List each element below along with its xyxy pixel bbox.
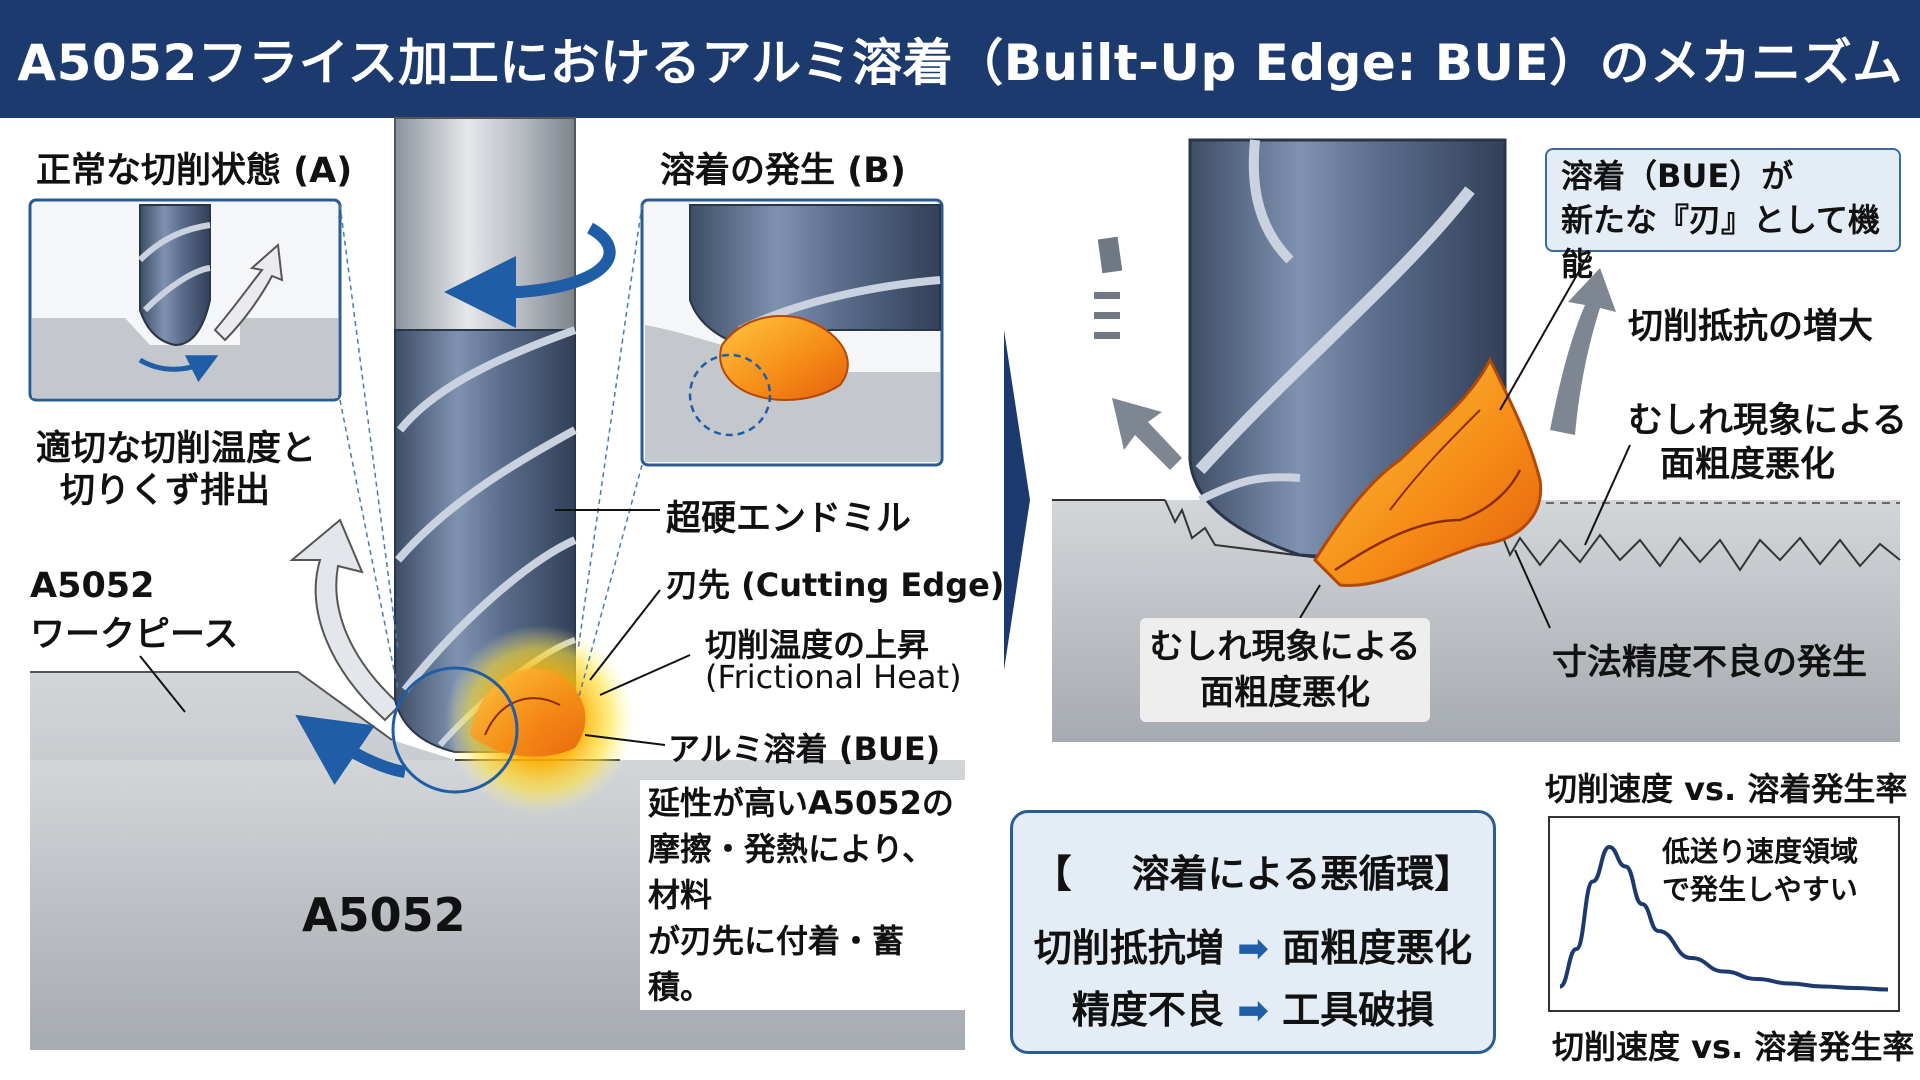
cycle-arrow-icon-2: ➡ — [1237, 988, 1269, 1032]
vicious-cycle-title: 【 溶着による悪循環】 — [1013, 843, 1493, 898]
normal-state-title: 正常な切削状態 (A) — [36, 151, 353, 191]
cycle-row1-right: 面粗度悪化 — [1282, 926, 1473, 970]
heat-label-2: (Frictional Heat) — [705, 658, 962, 696]
bue-function-line-1: 溶着（BUE）が — [1561, 157, 1794, 195]
workpiece-label-1: A5052 — [30, 566, 155, 606]
bue-explanation: 延性が高いA5052の 摩擦・発熱により、材料 が刃先に付着・蓄積。 — [640, 780, 970, 1010]
tool-shank — [394, 117, 576, 359]
incidence-chart — [1558, 844, 1889, 992]
tool-label: 超硬エンドミル — [666, 499, 912, 539]
motion-line-1 — [1097, 236, 1123, 274]
edge-label: 刃先 (Cutting Edge) — [666, 566, 1005, 604]
bue-function-line-2: 新たな『刃』として機能 — [1561, 201, 1881, 283]
bue-explanation-line-2: 摩擦・発熱により、材料 — [648, 830, 935, 914]
tearing-left-line-1: むしれ現象による — [1149, 627, 1421, 667]
motion-line-4 — [1094, 332, 1120, 339]
chart-title: 切削速度 vs. 溶着発生率 — [1545, 770, 1908, 808]
tearing-right-label-1: むしれ現象による — [1628, 401, 1907, 441]
kickback-arrow — [1112, 398, 1182, 470]
bue-onset-title: 溶着の発生 (B) — [660, 151, 906, 191]
chart-annotation-1: 低送り速度領域 — [1662, 835, 1859, 868]
tearing-left-line-2: 面粗度悪化 — [1200, 673, 1370, 713]
bue-deposit-main — [470, 668, 586, 757]
feed-arrow — [295, 714, 407, 786]
vicious-cycle-row-2: 精度不良 ➡ 工具破損 — [1013, 979, 1493, 1034]
rotation-arrow — [444, 222, 616, 328]
material-label: A5052 — [302, 888, 466, 942]
vicious-cycle-box: 【 溶着による悪循環】 切削抵抗増 ➡ 面粗度悪化 精度不良 ➡ 工具破損 — [1010, 810, 1496, 1054]
bue-explanation-line-1: 延性が高いA5052の — [648, 784, 954, 822]
vicious-cycle-bracket: 【 — [1033, 852, 1072, 896]
motion-line-2 — [1094, 292, 1120, 299]
chart-frame: 低送り速度領域 で発生しやすい — [1548, 816, 1900, 1012]
cutting-force-label: 切削抵抗の増大 — [1628, 307, 1874, 347]
vicious-cycle-title-text: 溶着による悪循環】 — [1131, 852, 1473, 896]
cycle-row1-left: 切削抵抗増 — [1033, 926, 1224, 970]
panel-separator-arrow — [1004, 330, 1030, 670]
zoom-bue — [1313, 356, 1543, 588]
bue-function-callout: 溶着（BUE）が 新たな『刃』として機能 — [1545, 148, 1901, 283]
workpiece-label-2: ワークピース — [30, 615, 239, 655]
title-bar: A5052フライス加工におけるアルミ溶着（Built-Up Edge: BUE）… — [0, 0, 1920, 118]
tearing-left-callout: むしれ現象による 面粗度悪化 — [1140, 618, 1430, 722]
bue-label: アルミ溶着 (BUE) — [668, 730, 941, 768]
normal-state-caption-1: 適切な切削温度と — [36, 429, 317, 469]
cycle-row2-left: 精度不良 — [1071, 988, 1224, 1032]
cutting-force-arrow — [1550, 268, 1616, 435]
bue-explanation-line-3: が刃先に付着・蓄積。 — [648, 922, 905, 1006]
chart-annotation-2: で発生しやすい — [1662, 873, 1858, 906]
cycle-row2-right: 工具破損 — [1282, 988, 1435, 1032]
normal-state-caption-2: 切りくず排出 — [60, 471, 271, 511]
inset-normal-cutting — [28, 198, 342, 402]
motion-line-3 — [1094, 312, 1120, 319]
rough-surface — [1164, 499, 1901, 572]
chip-arrow — [289, 518, 402, 722]
page-title: A5052フライス加工におけるアルミ溶着（Built-Up Edge: BUE）… — [17, 34, 1903, 92]
vicious-cycle-row-1: 切削抵抗増 ➡ 面粗度悪化 — [1013, 917, 1493, 972]
cycle-arrow-icon-1: ➡ — [1237, 926, 1269, 970]
heat-label-1: 切削温度の上昇 — [705, 626, 930, 664]
tearing-right-label-2: 面粗度悪化 — [1660, 445, 1836, 485]
dimension-error-label: 寸法精度不良の発生 — [1552, 643, 1868, 683]
contact-zone-circle — [391, 666, 519, 794]
chart-xlabel: 切削速度 vs. 溶着発生率 — [1552, 1028, 1915, 1066]
inset-bue-onset — [640, 198, 944, 467]
